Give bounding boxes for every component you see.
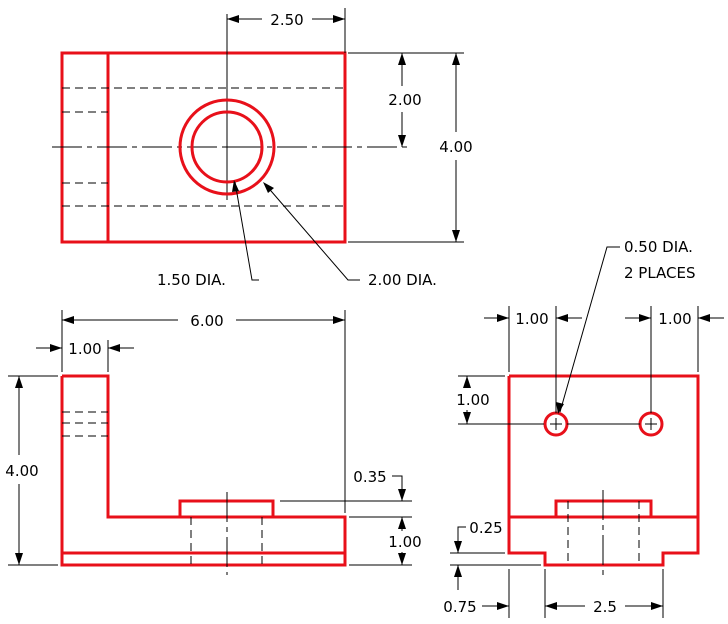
dim-front-1-00-arrow-right: [108, 344, 120, 352]
dim-2-00-arrow-top: [398, 53, 406, 65]
dim-front-4-00-arrow-top: [15, 376, 23, 388]
leader-0-50-dia: [559, 246, 620, 413]
dim-4-00-arrow-bottom: [452, 230, 460, 242]
note-0-50-dia-line1: 0.50 DIA.: [624, 238, 693, 256]
top-view: 2.50 2.00 4.00 1.50 DIA. 2.00 DIA.: [52, 8, 473, 289]
dim-2-50-arrow-right: [333, 15, 345, 23]
hole-2-00-dia-label: 2.00 DIA.: [368, 271, 437, 289]
leader-1-50-arrow: [232, 180, 239, 192]
leader-1-50-dia: [234, 181, 259, 281]
front-view-outline: [60, 374, 347, 567]
dim-0-25-label: 0.25: [469, 519, 502, 537]
dim-0-35-leader: [392, 475, 403, 501]
dim-0-75-arrow: [497, 602, 509, 610]
dim-side-1-00-right-arrow-b: [698, 314, 710, 322]
dim-4-00-label: 4.00: [439, 138, 472, 156]
dim-6-00-arrow-right: [333, 316, 345, 324]
dim-side-1-00-vert-arrow-top: [463, 376, 471, 388]
dim-side-1-00-vert-arrow-bottom: [463, 412, 471, 424]
leader-0-50-arrow: [556, 402, 564, 414]
dim-front-1-00-h-arrow-bottom: [398, 553, 406, 565]
dim-front-4-00-label: 4.00: [5, 462, 38, 480]
dim-front-1-00-height-label: 1.00: [388, 533, 421, 551]
dim-2-5-label: 2.5: [593, 598, 617, 616]
dim-side-1-00-left-arrow-a: [497, 314, 509, 322]
leader-2-00-dia: [264, 183, 360, 281]
dim-0-25-arrow-top: [454, 541, 462, 553]
hole-circle: [190, 110, 264, 184]
counterbore-circle: [178, 98, 276, 196]
side-view-outline: [507, 374, 700, 567]
dim-side-1-00-vert-label: 1.00: [456, 391, 489, 409]
front-view: 6.00 1.00 4.00 0.35 1.00: [5, 310, 422, 575]
hole-1-50-dia-label: 1.50 DIA.: [157, 271, 226, 289]
dim-side-1-00-left-arrow-b: [556, 314, 568, 322]
dim-0-35-arrow-top: [398, 489, 406, 501]
dim-2-00-label: 2.00: [388, 91, 421, 109]
dim-0-25-arrow-bottom: [454, 565, 462, 577]
dim-2-5-arrow-right: [651, 602, 663, 610]
dim-6-00-label: 6.00: [190, 312, 223, 330]
leader-2-00-arrow: [263, 182, 274, 193]
dim-2-00-arrow-bottom: [398, 135, 406, 147]
dim-side-1-00-right-arrow-a: [639, 314, 651, 322]
dim-4-00-arrow-top: [452, 53, 460, 65]
dim-front-1-00-width-label: 1.00: [68, 340, 101, 358]
dim-6-00-arrow-left: [62, 316, 74, 324]
dim-front-4-00-arrow-bottom: [15, 553, 23, 565]
dim-0-75-label: 0.75: [443, 598, 476, 616]
note-0-50-dia-line2: 2 PLACES: [624, 264, 696, 282]
dim-2-50-arrow-left: [227, 15, 239, 23]
dim-side-1-00-left-label: 1.00: [515, 310, 548, 328]
dim-side-1-00-right-label: 1.00: [658, 310, 691, 328]
dim-0-35-label: 0.35: [353, 468, 386, 486]
dim-front-1-00-arrow-left: [50, 344, 62, 352]
dim-2-50-label: 2.50: [270, 11, 303, 29]
dim-2-5-arrow-left: [545, 602, 557, 610]
side-view: 0.50 DIA. 2 PLACES 1.00 1.00 1.00: [443, 238, 724, 618]
